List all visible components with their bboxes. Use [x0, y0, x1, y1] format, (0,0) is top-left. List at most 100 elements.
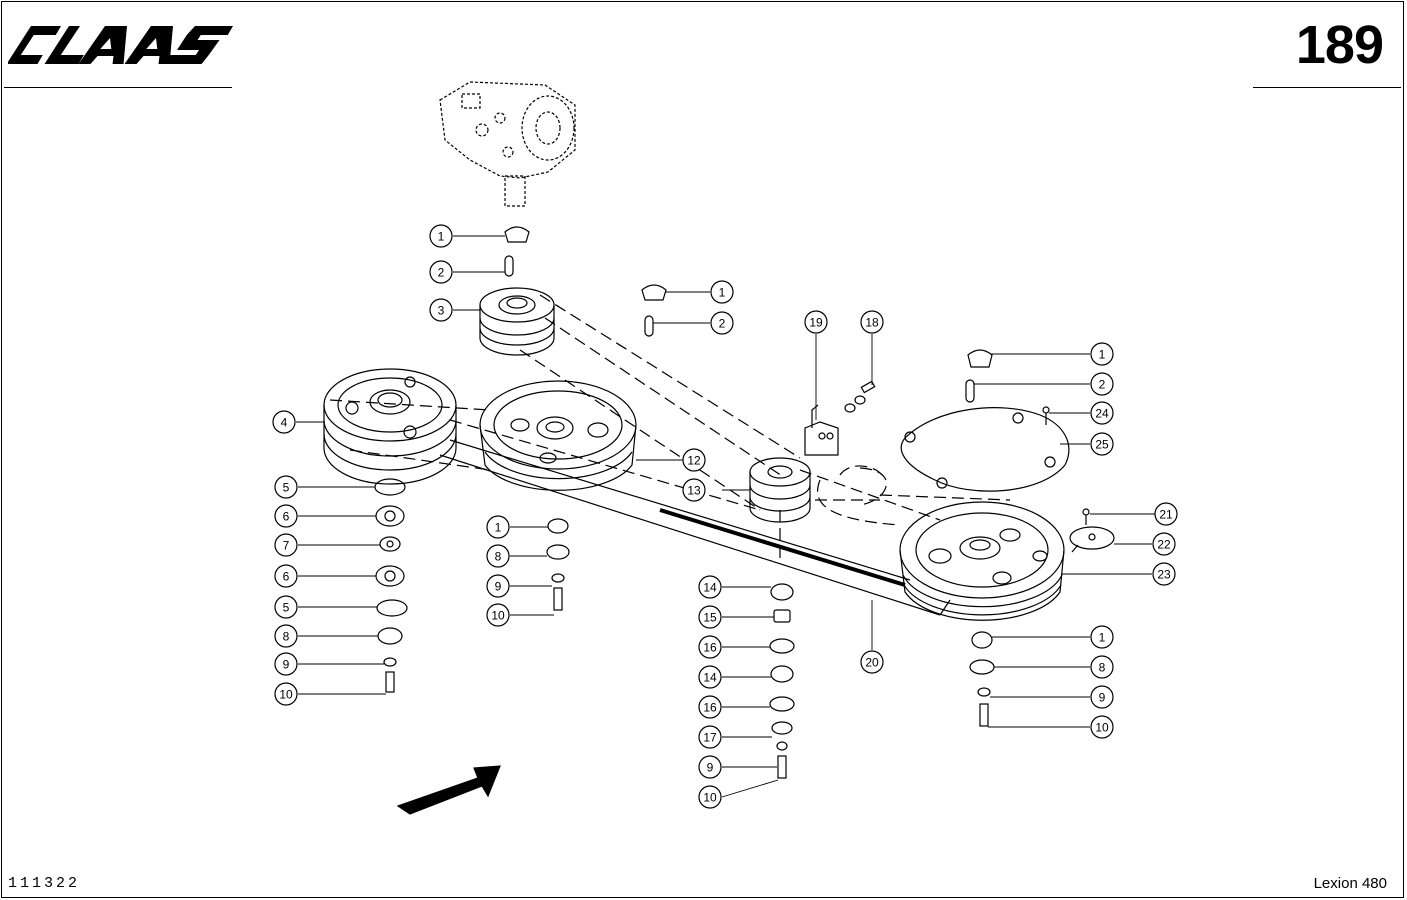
callout-label: 1 [1099, 348, 1106, 362]
callout-9: 9 [274, 652, 298, 676]
callout-circle [698, 635, 722, 659]
callout-circle [1154, 502, 1178, 526]
callout-circle [710, 280, 734, 304]
pulley-4 [323, 368, 457, 485]
callout-circle [429, 224, 453, 248]
callout-label: 10 [491, 609, 505, 623]
callout-label: 22 [1157, 538, 1171, 552]
callout-19: 19 [804, 310, 828, 334]
callout-circle [698, 785, 722, 809]
callout-label: 13 [687, 484, 701, 498]
callout-9: 9 [698, 755, 722, 779]
callout-label: 14 [703, 671, 717, 685]
callout-15: 15 [698, 605, 722, 629]
callout-label: 4 [281, 416, 288, 430]
callout-label: 12 [687, 454, 701, 468]
callout-circle [1090, 625, 1114, 649]
callout-circle [486, 515, 510, 539]
callout-16: 16 [698, 695, 722, 719]
callout-circle [274, 682, 298, 706]
callout-circle [804, 310, 828, 334]
callout-circle [698, 605, 722, 629]
callout-circle [486, 574, 510, 598]
callout-label: 9 [707, 761, 714, 775]
callout-1: 1 [710, 280, 734, 304]
callout-circle [1090, 655, 1114, 679]
callout-8: 8 [274, 624, 298, 648]
callout-4: 4 [272, 410, 296, 434]
callout-circle [429, 260, 453, 284]
disc-22 [1069, 526, 1115, 553]
callout-3: 3 [429, 298, 453, 322]
callout-label: 2 [438, 266, 445, 280]
callout-circle [860, 650, 884, 674]
callout-circle [1090, 342, 1114, 366]
callout-12: 12 [682, 448, 706, 472]
callout-17: 17 [698, 725, 722, 749]
callout-2: 2 [429, 260, 453, 284]
callout-label: 20 [865, 656, 879, 670]
callout-label: 8 [1099, 661, 1106, 675]
callout-23: 23 [1152, 562, 1176, 586]
callout-6: 6 [274, 564, 298, 588]
callout-label: 19 [809, 316, 823, 330]
callout-circle [274, 504, 298, 528]
callout-label: 15 [703, 611, 717, 625]
callout-label: 9 [283, 658, 290, 672]
callout-circle [698, 695, 722, 719]
callout-label: 21 [1159, 508, 1173, 522]
callout-18: 18 [860, 310, 884, 334]
direction-arrow [396, 765, 501, 815]
callout-circle [682, 448, 706, 472]
callout-label: 18 [865, 316, 879, 330]
callout-10: 10 [274, 682, 298, 706]
callout-label: 2 [1099, 378, 1106, 392]
callout-circle [860, 310, 884, 334]
callout-1: 1 [1090, 342, 1114, 366]
callout-label: 3 [438, 304, 445, 318]
pulley-3 [479, 287, 555, 356]
callout-label: 6 [283, 510, 290, 524]
model-name: Lexion 480 [1313, 875, 1387, 892]
gasket-25 [900, 407, 1070, 492]
claas-logo [8, 26, 234, 64]
callout-circle [1152, 562, 1176, 586]
callout-1: 1 [486, 515, 510, 539]
callout-label: 14 [703, 581, 717, 595]
callout-label: 1 [438, 230, 445, 244]
callout-9: 9 [1090, 685, 1114, 709]
callout-circle [1090, 685, 1114, 709]
callout-14: 14 [698, 665, 722, 689]
callout-label: 24 [1095, 407, 1109, 421]
callout-circle [698, 725, 722, 749]
callout-16: 16 [698, 635, 722, 659]
belt-dashes [329, 294, 1011, 560]
callout-circle [1152, 532, 1176, 556]
callout-circle [274, 533, 298, 557]
callout-22: 22 [1152, 532, 1176, 556]
callout-circle [486, 544, 510, 568]
callout-label: 6 [283, 570, 290, 584]
callout-8: 8 [1090, 655, 1114, 679]
callout-24: 24 [1090, 401, 1114, 425]
callout-circle [429, 298, 453, 322]
callout-7: 7 [274, 533, 298, 557]
belt-20 [439, 439, 951, 616]
pulley-12 [479, 380, 637, 491]
callout-label: 16 [703, 641, 717, 655]
callout-circle [274, 475, 298, 499]
callout-label: 10 [1095, 721, 1109, 735]
callout-label: 2 [719, 317, 726, 331]
callout-circle [1090, 715, 1114, 739]
callout-6: 6 [274, 504, 298, 528]
callout-circle [698, 575, 722, 599]
callout-circle [272, 410, 296, 434]
callout-1: 1 [1090, 625, 1114, 649]
callout-label: 8 [283, 630, 290, 644]
callout-13: 13 [682, 478, 706, 502]
pulley-13 [749, 457, 811, 523]
callout-20: 20 [860, 650, 884, 674]
callout-10: 10 [486, 603, 510, 627]
callout-circle [274, 564, 298, 588]
callout-label: 10 [279, 688, 293, 702]
